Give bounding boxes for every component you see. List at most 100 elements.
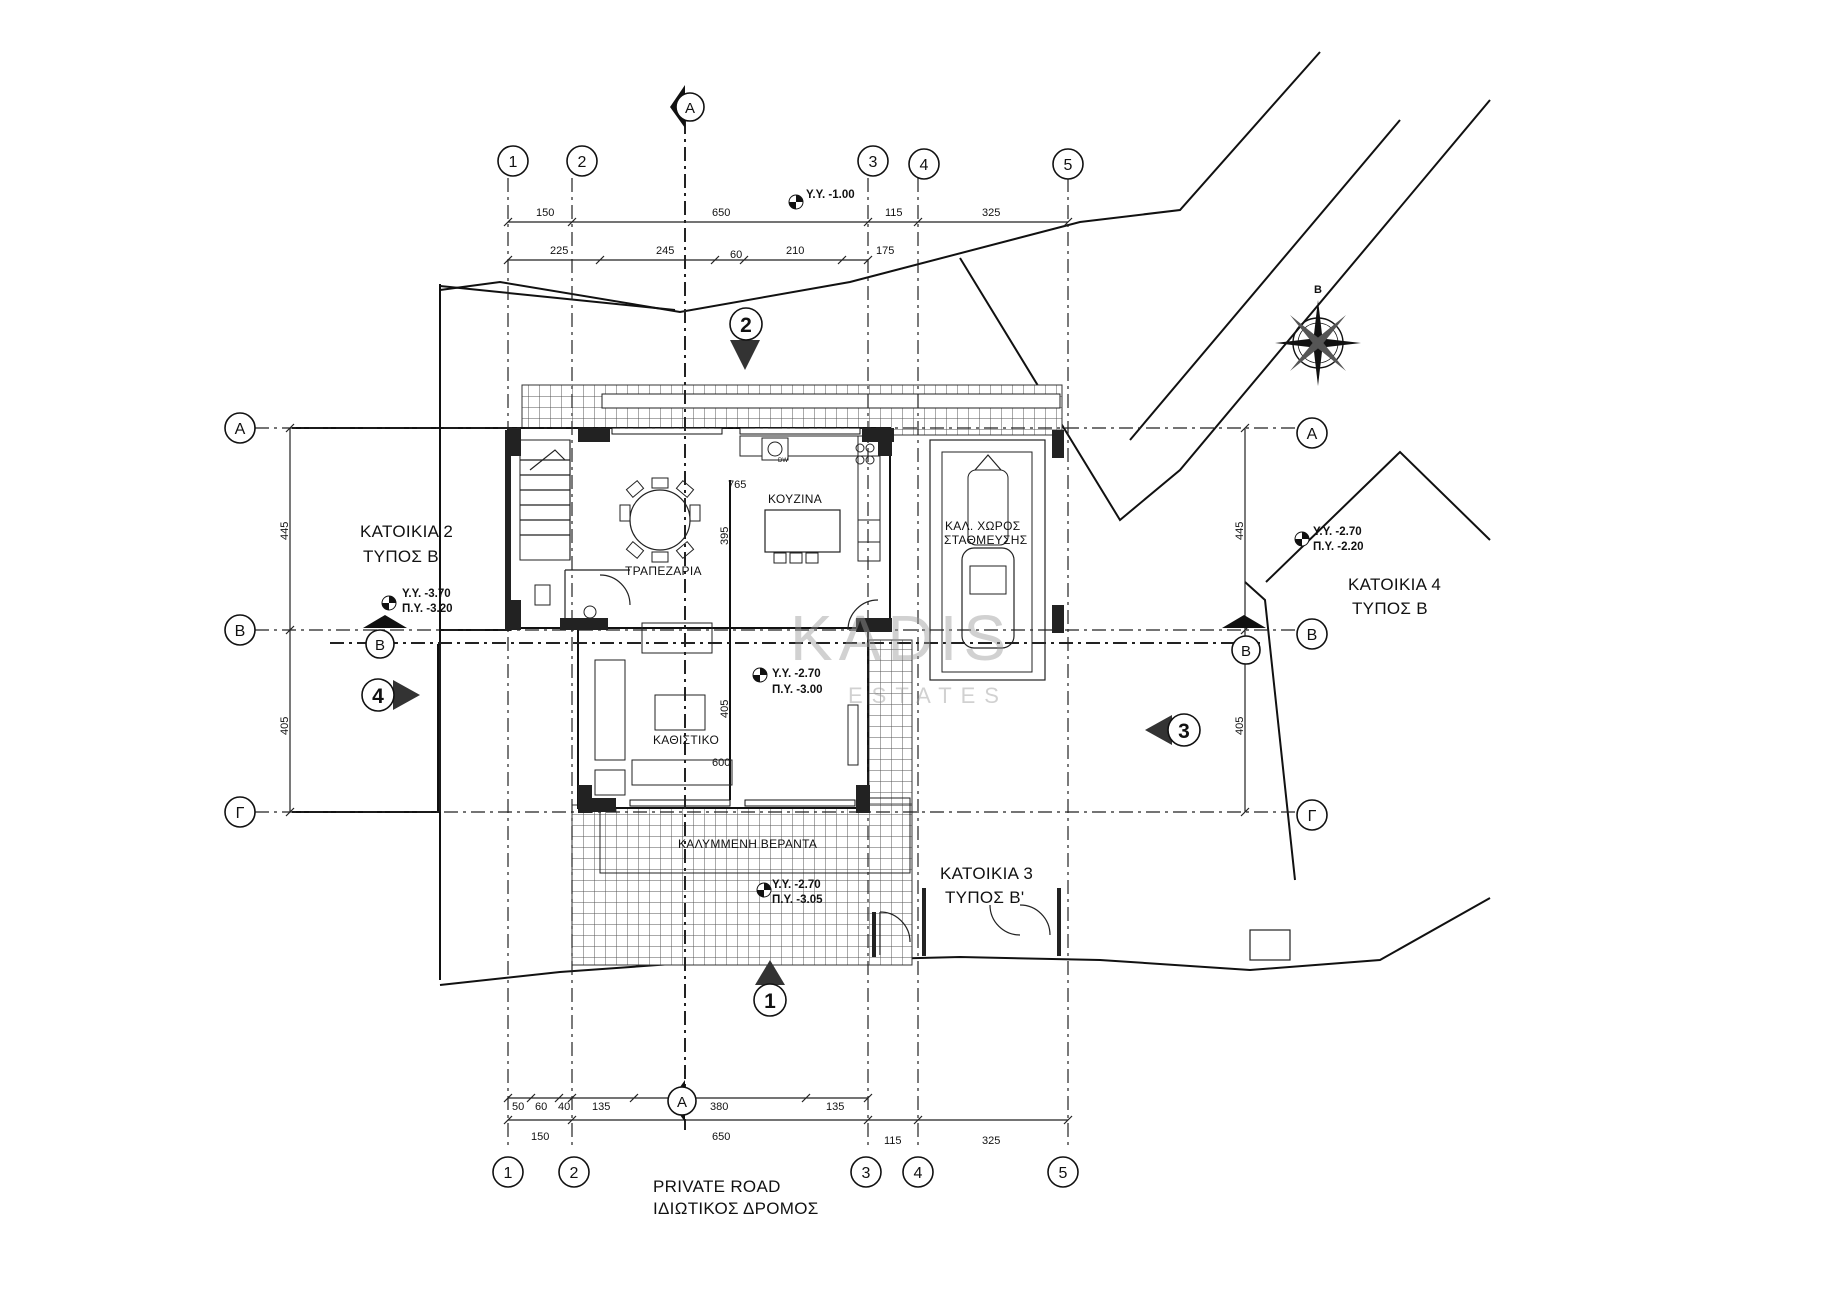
dim-bot-6: 135	[826, 1101, 844, 1113]
grid-bubbles: 1 2 3 4 5 1 2 3 4 5 Α Β Γ Α Β Γ	[224, 145, 1328, 1188]
gate-post	[872, 912, 876, 957]
svg-text:Α: Α	[1307, 426, 1318, 443]
dim-right-1: 445	[1234, 522, 1246, 540]
dim-bot-4: 135	[592, 1101, 610, 1113]
armchair	[594, 769, 626, 796]
svg-text:3: 3	[1178, 720, 1190, 743]
svg-text:Υ.Υ. -2.70: Υ.Υ. -2.70	[1313, 526, 1362, 538]
wc-toilet	[534, 584, 551, 606]
dim-top2-4: 210	[786, 245, 804, 257]
dim-bot2-1: 150	[531, 1131, 549, 1143]
stool	[773, 552, 787, 564]
stool	[805, 552, 819, 564]
svg-text:Υ.Υ. -2.70: Υ.Υ. -2.70	[772, 879, 821, 891]
dining-chairs	[619, 477, 701, 563]
lower-block	[577, 627, 869, 809]
label-dining: ΤΡΑΠΕΖΑΡΙΑ	[625, 564, 702, 578]
room-labels: ΚΟΥΖΙΝΑ ΤΡΑΠΕΖΑΡΙΑ ΚΑΘΙΣΤΙΚΟ ΚΑΛΥΜΜΕΝΗ Β…	[360, 492, 1441, 1218]
tiled-areas	[521, 384, 1063, 966]
svg-text:4: 4	[372, 685, 384, 708]
svg-text:Π.Υ. -2.20: Π.Υ. -2.20	[1313, 541, 1364, 553]
svg-text:1: 1	[504, 1165, 513, 1182]
column	[856, 618, 892, 632]
label-road-2: ΙΔΙΩΤΙΚΟΣ ΔΡΟΜΟΣ	[653, 1199, 819, 1218]
parking-label-1: ΚΑΛ. ΧΩΡΟΣ	[945, 519, 1020, 533]
hob-icon	[865, 455, 875, 465]
east-boundary	[1244, 581, 1296, 881]
svg-text:Υ.Υ. -3.70: Υ.Υ. -3.70	[402, 588, 451, 600]
grid-bubble-1-top: 1	[497, 145, 529, 177]
dim-bot-5: 380	[710, 1101, 728, 1113]
grid-bubble-1-bottom: 1	[492, 1156, 524, 1188]
watermark-logo: KADIS ESTATES	[790, 602, 1006, 708]
view-markers: 1 2 3 4	[361, 307, 1201, 1017]
window	[739, 427, 861, 435]
dim-kitchen: 765	[728, 479, 746, 491]
road-boundary-line	[439, 897, 1491, 986]
grid-bubble-A-left: Α	[224, 412, 256, 444]
svg-text:Β: Β	[235, 623, 246, 640]
dishwasher	[761, 437, 789, 461]
coffee-table	[654, 694, 706, 731]
grid-bubble-3-bottom: 3	[850, 1156, 882, 1188]
house2-outline	[292, 427, 511, 813]
svg-text:Α: Α	[235, 421, 246, 438]
svg-text:2: 2	[740, 314, 752, 337]
window	[744, 799, 856, 807]
svg-text:Β: Β	[1307, 627, 1318, 644]
dim-top-3: 115	[885, 207, 903, 219]
dim-bot-3: 40	[558, 1101, 570, 1113]
label-living: ΚΑΘΙΣΤΙΚΟ	[653, 733, 719, 747]
column	[1052, 605, 1064, 633]
column	[1052, 430, 1064, 458]
grid-bubble-5-top: 5	[1052, 148, 1084, 180]
grid-bubble-2-top: 2	[566, 145, 598, 177]
level-right: Υ.Υ. -2.70Π.Υ. -2.20	[1294, 526, 1364, 553]
svg-text:5: 5	[1064, 157, 1073, 174]
corner-box	[1249, 929, 1291, 961]
svg-text:Υ.Υ. -1.00: Υ.Υ. -1.00	[806, 189, 855, 201]
grid-bubble-3-top: 3	[857, 145, 889, 177]
sofa-left	[594, 659, 626, 761]
svg-text:1: 1	[764, 990, 776, 1013]
top-boundary-line	[439, 51, 1321, 314]
stool	[789, 552, 803, 564]
grid-bubble-G-left: Γ	[224, 796, 256, 828]
svg-text:Α: Α	[677, 1094, 687, 1111]
view-marker-3: 3	[1145, 713, 1201, 747]
car-windscreen	[969, 565, 1007, 595]
level-left: Υ.Υ. -3.70Π.Υ. -3.20	[381, 588, 453, 615]
label-house4-type: ΤΥΠΟΣ Β	[1352, 599, 1428, 618]
level-top: Υ.Υ. -1.00	[788, 189, 855, 210]
gate-swing	[879, 911, 911, 955]
view-marker-1: 1	[753, 960, 787, 1017]
parking-area: ΚΑΛ. ΧΩΡΟΣ ΣΤΑΘΜΕΥΣΗΣ	[929, 439, 1046, 681]
grid-bubble-4-bottom: 4	[902, 1156, 934, 1188]
column	[590, 798, 616, 812]
dim-top2-5: 175	[876, 245, 894, 257]
svg-text:Υ.Υ. -2.70: Υ.Υ. -2.70	[772, 668, 821, 680]
parking-label-2: ΣΤΑΘΜΕΥΣΗΣ	[944, 533, 1027, 547]
wc-sink	[583, 605, 597, 619]
label-kitchen: ΚΟΥΖΙΝΑ	[768, 492, 822, 506]
svg-text:3: 3	[862, 1165, 871, 1182]
column	[578, 785, 592, 813]
grid-bubble-4-top: 4	[908, 148, 940, 180]
dim-right-2: 405	[1234, 717, 1246, 735]
north-terrace-inner	[601, 393, 1061, 409]
svg-text:Π.Υ. -3.05: Π.Υ. -3.05	[772, 894, 823, 906]
house4-roof-outline	[1265, 450, 1491, 583]
label-veranda: ΚΑΛΥΜΜΕΝΗ ΒΕΡΑΝΤΑ	[678, 837, 817, 851]
dim-bot-1: 50	[512, 1101, 524, 1113]
top-boundary-line-2	[439, 285, 676, 311]
covered-veranda-tiles	[571, 804, 913, 966]
dim-living: 405	[719, 700, 731, 718]
grid-bubble-B-right: Β	[1296, 618, 1328, 650]
grid-bubble-5-bottom: 5	[1047, 1156, 1079, 1188]
car-icon	[961, 547, 1015, 649]
section-b-left-marker: Β	[363, 615, 407, 659]
label-house3-type: ΤΥΠΟΣ Β'	[945, 888, 1024, 907]
column	[878, 428, 892, 456]
kitchen-island	[764, 509, 841, 553]
level-veranda: Υ.Υ. -2.70Π.Υ. -3.05	[756, 879, 823, 906]
